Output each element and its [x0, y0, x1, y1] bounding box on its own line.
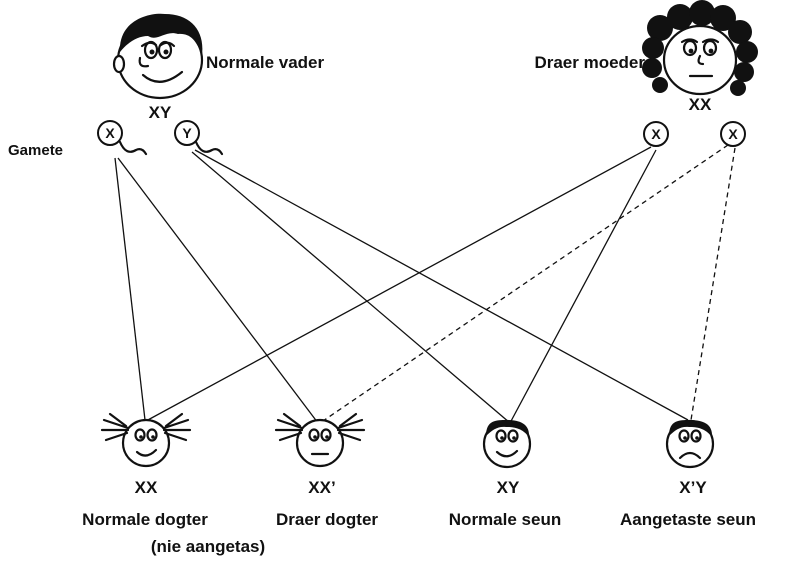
line-father-x-to-carrier-daughter: [117, 157, 319, 424]
gamete-mother-x-label: X: [651, 126, 661, 142]
offspring-3-genotype: XY: [497, 478, 520, 497]
line-father-y-to-normal-son: [191, 151, 511, 424]
gamete-father-x-label: X: [105, 125, 115, 141]
line-father-y-to-affected-son: [194, 149, 689, 421]
gametes-label: Gamete: [8, 142, 63, 159]
offspring-1-sublabel: (nie aangetas): [151, 537, 265, 556]
offspring-affected-son-figure: [665, 419, 715, 469]
father-label: Normale vader: [206, 53, 324, 72]
mother-genotype: XX: [689, 95, 712, 114]
father-figure: [112, 13, 204, 100]
offspring-1-label: Normale dogter: [82, 510, 208, 529]
offspring-1-genotype: XX: [135, 478, 158, 497]
mother-label: Draer moeder: [534, 53, 645, 72]
line-father-x-to-normal-daughter: [114, 157, 146, 421]
offspring-2-genotype: XX’: [308, 478, 335, 497]
offspring-4-genotype: X’Y: [679, 478, 707, 497]
gamete-mother-x-prime: X: [720, 121, 746, 147]
gamete-mother-x: X: [643, 121, 669, 147]
mother-figure: [642, 0, 758, 96]
cross-lines: [114, 144, 736, 424]
gamete-father-y: Y: [174, 120, 224, 156]
line-mother-x-to-normal-daughter: [145, 146, 652, 422]
line-mother-x-prime-to-affected-son: [690, 147, 736, 421]
offspring-2-label: Draer dogter: [276, 510, 378, 529]
offspring-4-label: Aangetaste seun: [620, 510, 756, 529]
offspring-3-label: Normale seun: [449, 510, 561, 529]
offspring-carrier-daughter-figure: [274, 412, 366, 468]
offspring-normal-daughter-figure: [100, 412, 192, 468]
gamete-father-x: X: [97, 120, 148, 156]
line-mother-x-to-normal-son: [509, 149, 657, 424]
gamete-mother-x-prime-label: X: [728, 126, 738, 142]
offspring-normal-son-figure: [482, 419, 532, 469]
line-mother-x-prime-to-carrier-daughter: [319, 144, 729, 424]
gamete-father-y-label: Y: [182, 125, 192, 141]
father-genotype: XY: [149, 103, 172, 122]
